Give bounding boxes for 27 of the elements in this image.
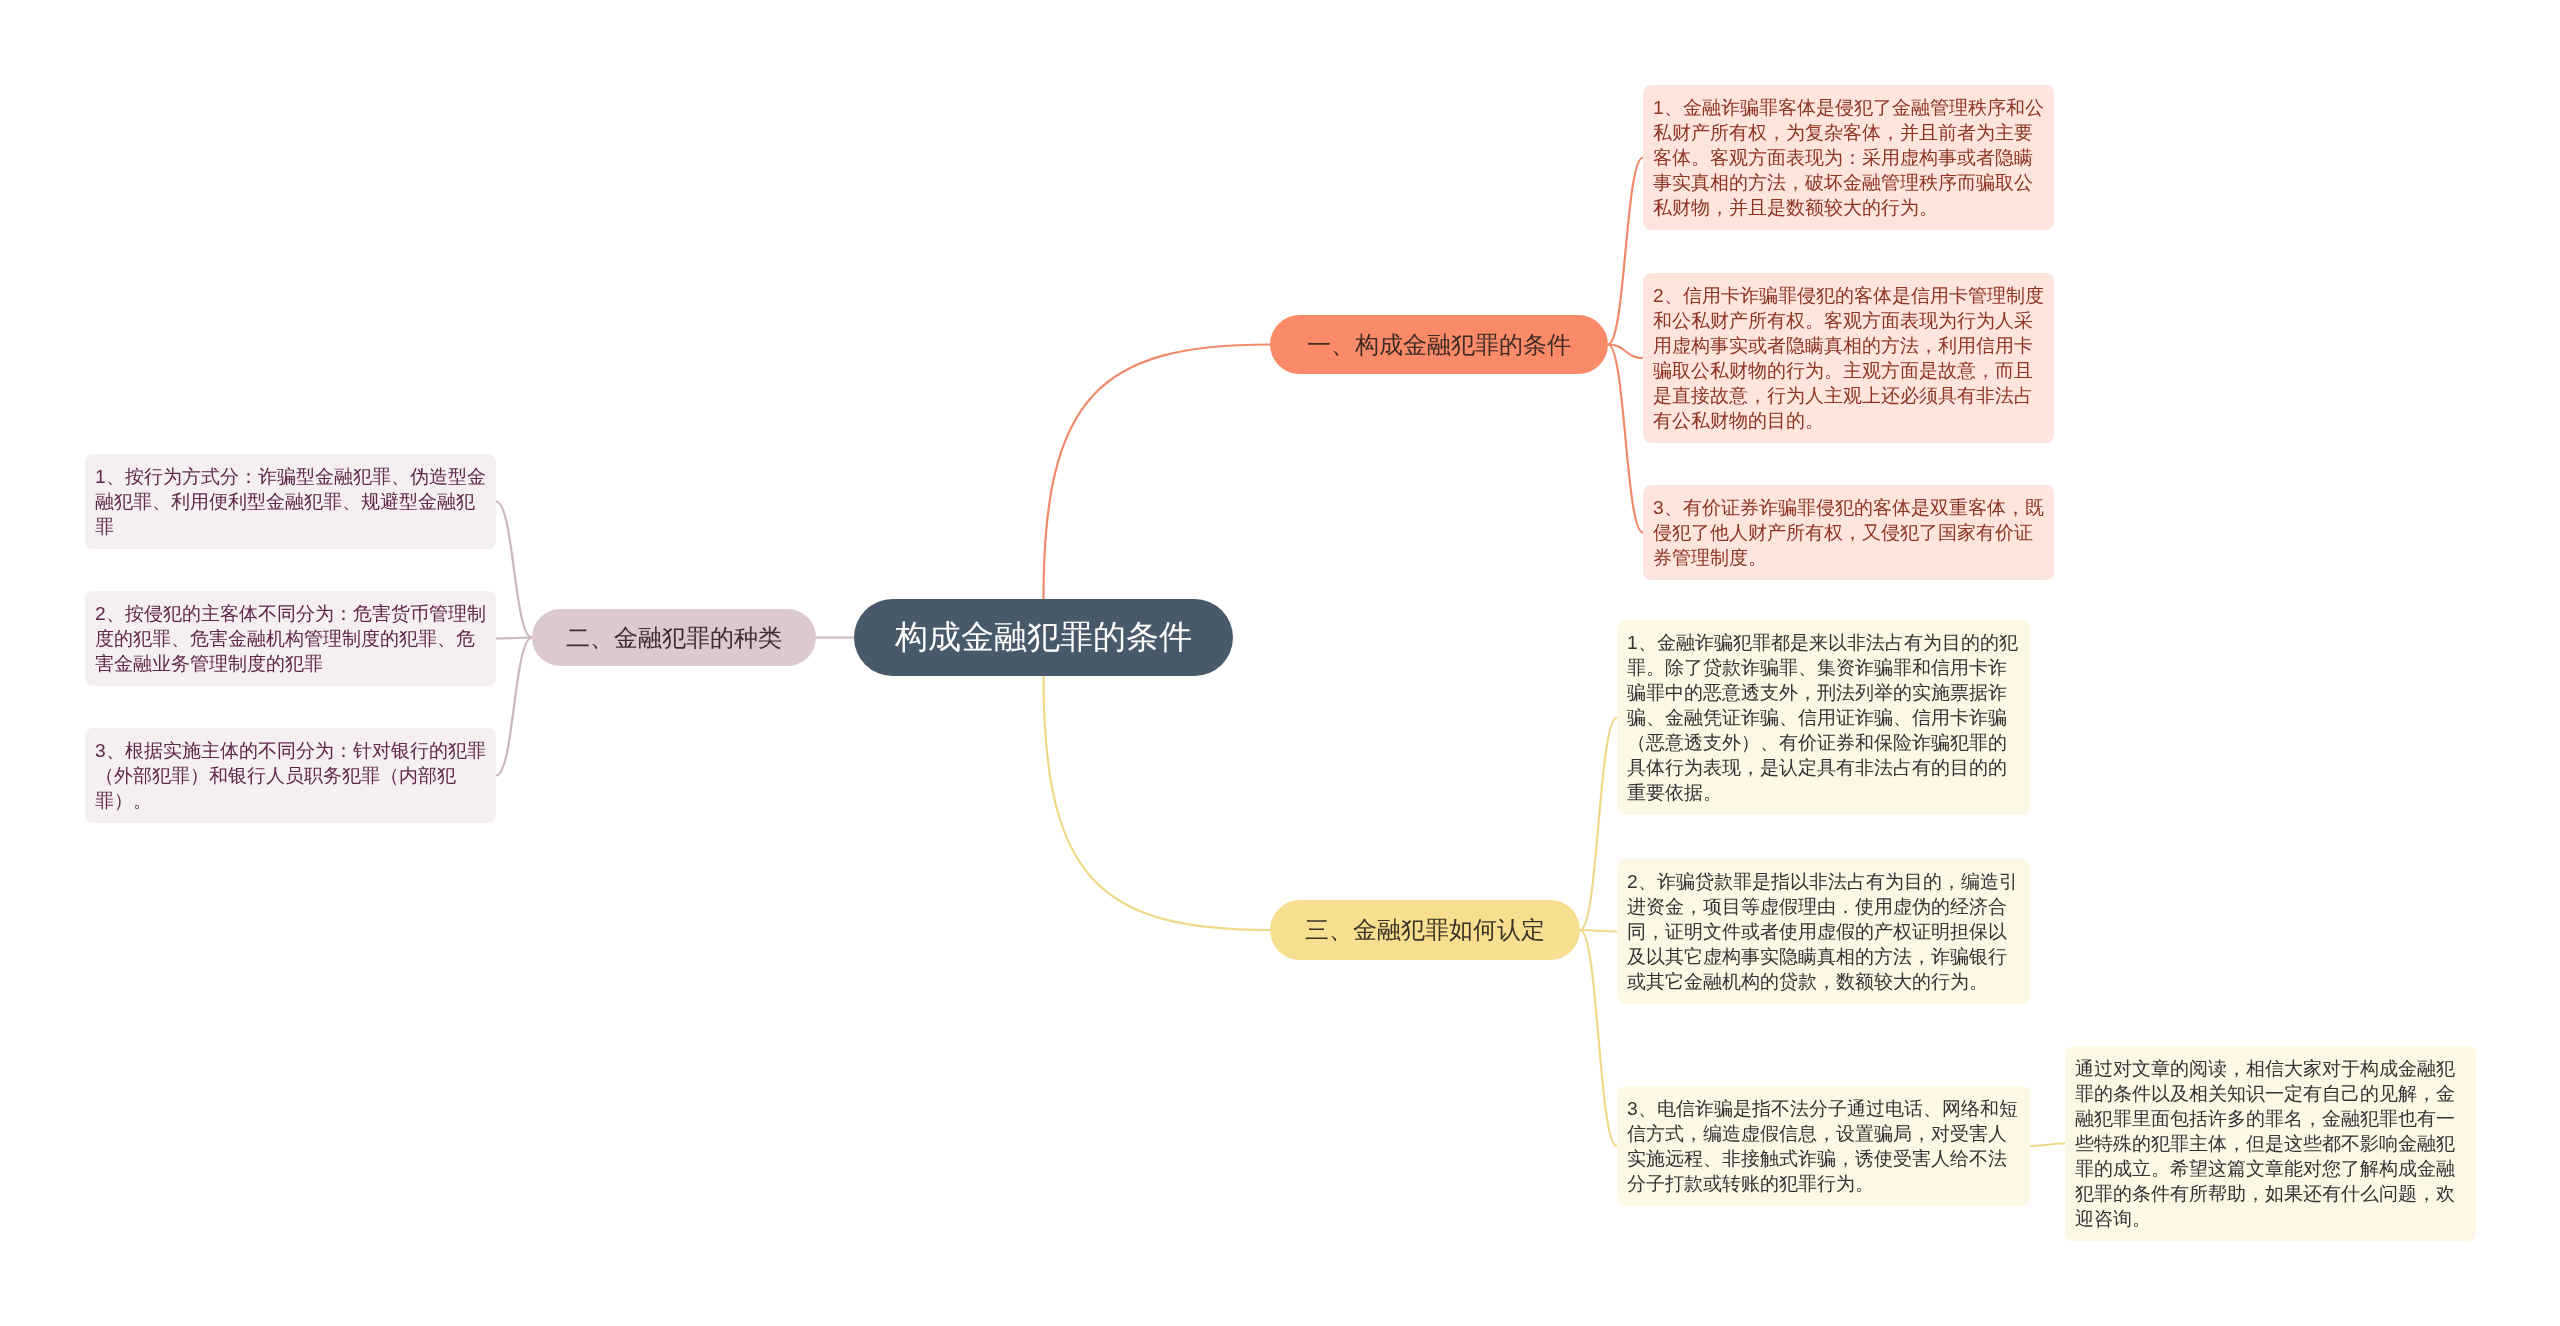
note-card: 3、根据实施主体的不同分为：针对银行的犯罪（外部犯罪）和银行人员职务犯罪（内部犯罪）。 [85,728,496,823]
connector-line [1607,343,1644,360]
connector-line [816,636,854,639]
connector-line [1580,928,1617,933]
note-card: 通过对文章的阅读，相信大家对于构成金融犯罪的条件以及相关知识一定有自己的见解，金融犯罪里面包括许多的罪名，金融犯罪也有一些特殊的犯罪主体，但是这些都不影响金融犯罪的成立。希望这篇文章能对您了解构成金融犯罪的条件有所帮助，如果还有什么问题，欢迎咨询。 [2065,1046,2476,1241]
connector-line [495,636,533,777]
connector-line [496,636,532,640]
note-card: 2、按侵犯的主客体不同分为：危害货币管理制度的犯罪、危害金融机构管理制度的犯罪、危害金融业务管理制度的犯罪 [85,591,496,686]
note-card: 2、信用卡诈骗罪侵犯的客体是信用卡管理制度和公私财产所有权。客观方面表现为行为人采用虚构事实或者隐瞒真相的方法，利用信用卡骗取公私财物的行为。主观方面是故意，而且是直接故意，行为人主观上还必须具有非法占有公私财物的目的。 [1643,273,2054,443]
connector-line [495,500,533,639]
note-card: 1、金融诈骗犯罪都是来以非法占有为目的的犯罪。除了贷款诈骗罪、集资诈骗罪和信用卡诈骗罪中的恶意透支外，刑法列举的实施票据诈骗、金融凭证诈骗、信用证诈骗、信用卡诈骗（恶意透支外）、有价证券和保险诈骗犯罪的具体行为表现，是认定具有非法占有的目的的重要依据。 [1617,620,2030,815]
connector-line [1579,716,1618,931]
connector-line [1579,929,1618,1147]
branch-topic: 一、构成金融犯罪的条件 [1270,315,1608,374]
branch-topic: 三、金融犯罪如何认定 [1270,900,1580,960]
connector-line [1607,343,1644,534]
note-card: 2、诈骗贷款罪是指以非法占有为目的，编造引进资金，项目等虚假理由．使用虚伪的经济合同，证明文件或者使用虚假的产权证明担保以及以其它虚构事实隐瞒真相的方法，诈骗银行或其它金融机构的贷款，数额较大的行为。 [1617,859,2030,1004]
connector-line [1042,675,1271,932]
note-card: 1、金融诈骗罪客体是侵犯了金融管理秩序和公私财产所有权，为复杂客体，并且前者为主要客体。客观方面表现为：采用虚构事或者隐瞒事实真相的方法，破坏金融管理秩序而骗取公私财物，并且是数额较大的行为。 [1643,85,2054,230]
note-card: 3、有价证券诈骗罪侵犯的客体是双重客体，既侵犯了他人财产所有权，又侵犯了国家有价证券管理制度。 [1643,485,2054,580]
central-topic: 构成金融犯罪的条件 [854,599,1233,676]
connector-line [1607,156,1644,346]
note-card: 1、按行为方式分：诈骗型金融犯罪、伪造型金融犯罪、利用便利型金融犯罪、规避型金融犯罪 [85,454,496,549]
connector-line [2030,1142,2065,1148]
branch-topic: 二、金融犯罪的种类 [532,609,816,666]
connector-line [1042,343,1271,600]
note-card: 3、电信诈骗是指不法分子通过电话、网络和短信方式，编造虚假信息，设置骗局，对受害人实施远程、非接触式诈骗，诱使受害人给不法分子打款或转账的犯罪行为。 [1617,1086,2030,1206]
